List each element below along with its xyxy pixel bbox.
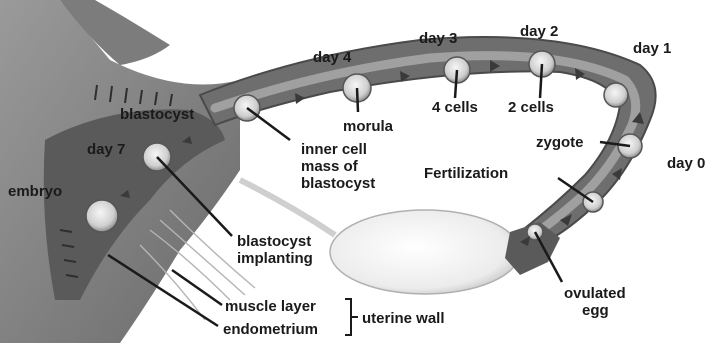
- label-day-0: day 0: [667, 155, 705, 172]
- label-blastocyst-implanting-line-1: blastocyst: [237, 233, 311, 250]
- label-morula: morula: [343, 118, 394, 135]
- label-fertilization: Fertilization: [424, 165, 508, 182]
- label-day-3: day 3: [419, 30, 457, 47]
- label-zygote: zygote: [536, 134, 584, 151]
- label-uterine-wall: uterine wall: [362, 310, 445, 327]
- label-blastocyst: blastocyst: [120, 106, 194, 123]
- label-inner-cell-line-1: inner cell: [301, 141, 367, 158]
- label-ovulated-egg-line-1: ovulated: [564, 285, 626, 302]
- uterine-wall-bracket: [345, 299, 358, 335]
- label-day-7: day 7: [87, 141, 125, 158]
- label-embryo: embryo: [8, 183, 62, 200]
- label-day-2: day 2: [520, 23, 558, 40]
- embryo-cell: [86, 200, 118, 232]
- day1-cell: [604, 83, 628, 107]
- label-day-1: day 1: [633, 40, 671, 57]
- label-ovulated-egg-line-2: egg: [582, 302, 609, 319]
- label-muscle-layer: muscle layer: [225, 298, 316, 315]
- label-2-cells: 2 cells: [508, 99, 554, 116]
- label-4-cells: 4 cells: [432, 99, 478, 116]
- label-day-4: day 4: [313, 49, 352, 66]
- ovary: [330, 210, 520, 294]
- label-inner-cell-line-3: blastocyst: [301, 175, 375, 192]
- label-blastocyst-implanting-line-2: implanting: [237, 250, 313, 267]
- label-inner-cell-line-2: mass of: [301, 158, 359, 175]
- label-endometrium: endometrium: [223, 321, 318, 338]
